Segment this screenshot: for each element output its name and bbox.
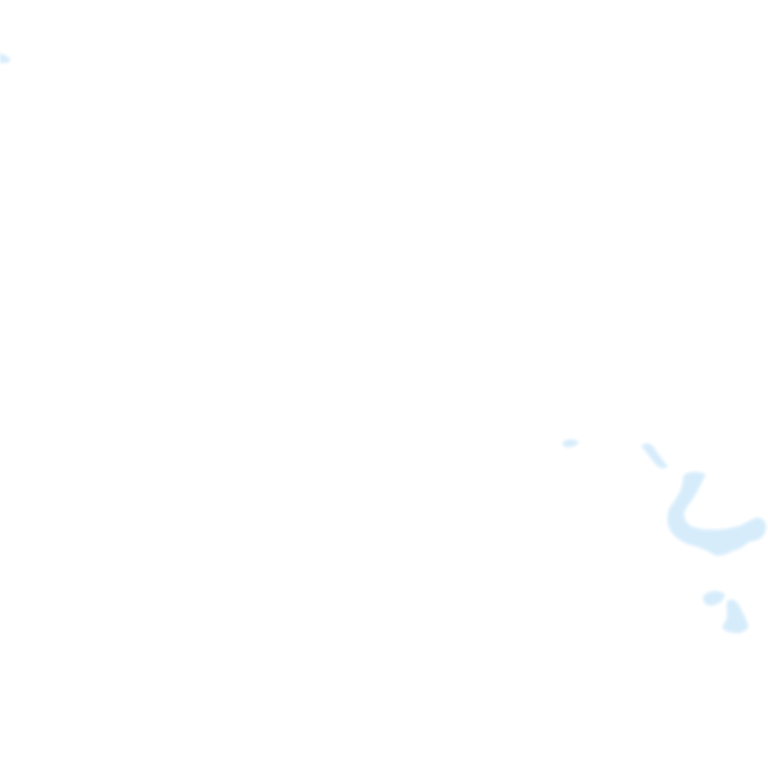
water-body-top-left-edge — [0, 52, 12, 64]
water-body-curved-lake — [666, 471, 767, 557]
water-body-small-pond — [561, 438, 580, 448]
water-body-stream-segment — [640, 442, 669, 469]
water-body-oval-pond — [702, 590, 726, 607]
water-body-pond-bottom-right — [721, 598, 750, 634]
